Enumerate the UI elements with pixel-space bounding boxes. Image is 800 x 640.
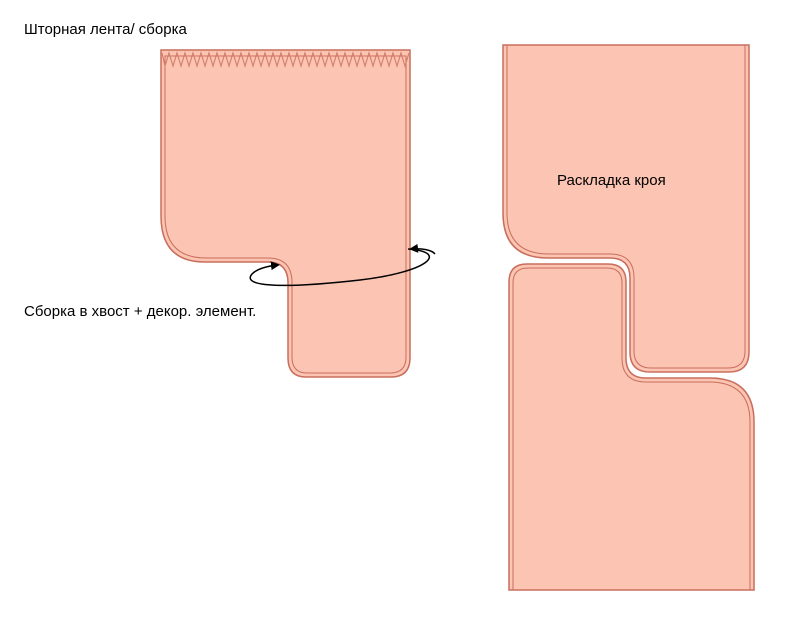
cut-piece-upper-hem <box>506 44 746 369</box>
cut-piece-lower <box>508 263 755 591</box>
finished-panel-outer <box>160 49 411 378</box>
gather-arrow-front <box>249 248 431 287</box>
cut-piece-upper <box>502 44 750 373</box>
gather-arrow-back <box>409 243 436 255</box>
finished-panel <box>160 49 411 378</box>
cut-layout <box>502 44 755 591</box>
curtain-tape-stitching <box>161 50 410 69</box>
finished-panel-hem <box>164 55 407 374</box>
gather-tail-label: Сборка в хвост + декор. элемент. <box>24 303 257 320</box>
gather-arrow <box>249 243 436 287</box>
cut-piece-lower-hem <box>512 267 751 590</box>
curtain-tape-label: Шторная лента/ сборка <box>24 21 187 38</box>
cut-layout-label: Раскладка кроя <box>557 172 666 189</box>
